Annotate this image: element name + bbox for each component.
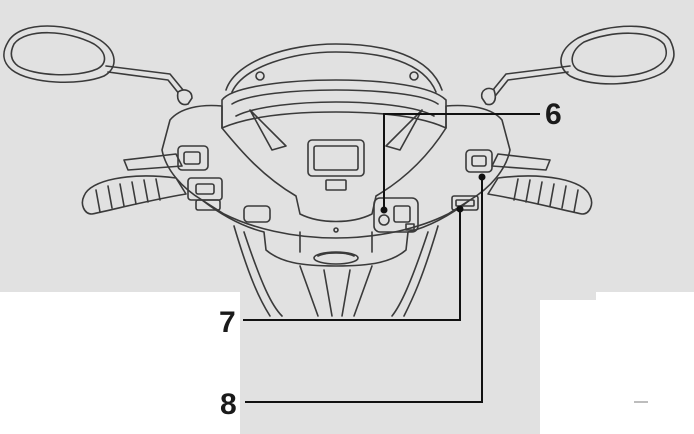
left-mirror [3, 25, 193, 106]
right-switch-block [451, 149, 493, 211]
leader-line-6 [383, 113, 540, 210]
handlebar-body [161, 104, 511, 267]
ignition-switch [373, 197, 419, 233]
left-switch-block [177, 145, 271, 223]
leader-lines [243, 113, 540, 403]
leader-line-7 [243, 209, 461, 321]
right-mirror [480, 25, 675, 106]
right-grip [487, 153, 593, 215]
callout-6: 6 [545, 98, 562, 131]
callout-8: 8 [220, 388, 237, 421]
windscreen [225, 43, 443, 93]
leader-line-8 [245, 177, 483, 403]
lower-body [233, 225, 439, 317]
callout-7: 7 [219, 306, 236, 339]
scooter-front-view [3, 25, 675, 317]
left-grip [81, 153, 187, 215]
